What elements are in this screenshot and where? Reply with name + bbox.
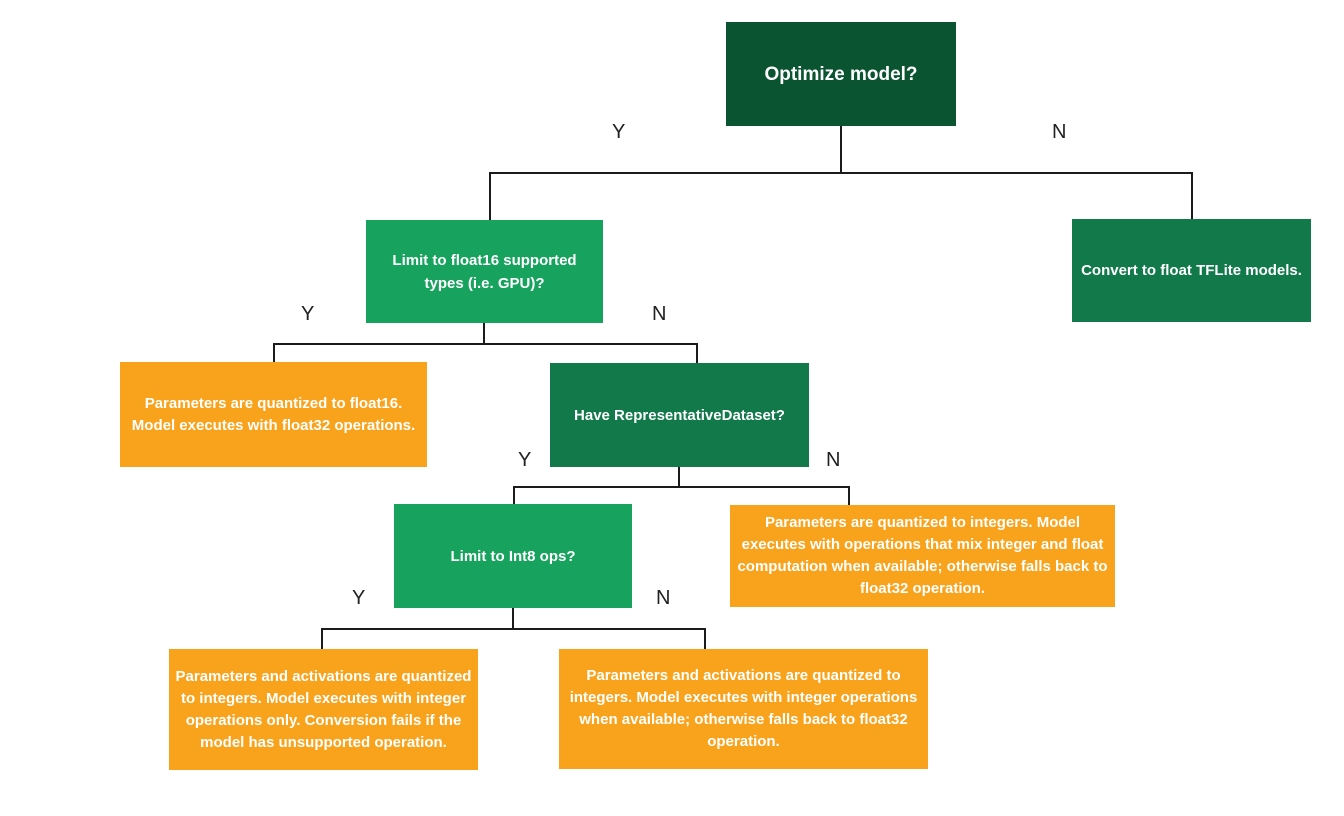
edge-label-int8-no: N <box>656 587 671 609</box>
connector-dataset-horizontal <box>513 486 850 488</box>
connector-optimize-horizontal <box>489 172 1193 174</box>
connector-optimize-no-drop <box>1191 172 1193 219</box>
connector-int8-yes-drop <box>321 628 323 649</box>
node-limit-int8-ops: Limit to Int8 ops? <box>394 504 632 608</box>
edge-label-optimize-no: N <box>1052 121 1067 143</box>
connector-int8-horizontal <box>321 628 706 630</box>
edge-label-int8-yes: Y <box>352 587 366 609</box>
connector-float16-yes-drop <box>273 343 275 362</box>
edge-label-optimize-yes: Y <box>612 121 626 143</box>
connector-int8-no-drop <box>704 628 706 649</box>
connector-dataset-yes-drop <box>513 486 515 504</box>
connector-float16-no-drop <box>696 343 698 363</box>
node-convert-float-tflite: Convert to float TFLite models. <box>1072 219 1311 322</box>
edge-label-float16-no: N <box>652 303 667 325</box>
connector-dataset-no-drop <box>848 486 850 505</box>
connector-optimize-yes-drop <box>489 172 491 220</box>
connector-dataset-stub <box>678 467 680 487</box>
node-result-integer-with-fallback: Parameters and activations are quantized… <box>559 649 928 769</box>
connector-float16-stub <box>483 323 485 344</box>
edge-label-float16-yes: Y <box>301 303 315 325</box>
node-limit-float16-types: Limit to float16 supported types (i.e. G… <box>366 220 603 323</box>
connector-int8-stub <box>512 608 514 629</box>
node-optimize-model: Optimize model? <box>726 22 956 126</box>
node-result-float16-quantized: Parameters are quantized to float16. Mod… <box>120 362 427 467</box>
node-result-mixed-integer-float: Parameters are quantized to integers. Mo… <box>730 505 1115 607</box>
connector-float16-horizontal <box>273 343 698 345</box>
connector-optimize-stub <box>840 126 842 172</box>
edge-label-dataset-yes: Y <box>518 449 532 471</box>
node-result-integer-only: Parameters and activations are quantized… <box>169 649 478 770</box>
node-have-representative-dataset: Have RepresentativeDataset? <box>550 363 809 467</box>
edge-label-dataset-no: N <box>826 449 841 471</box>
